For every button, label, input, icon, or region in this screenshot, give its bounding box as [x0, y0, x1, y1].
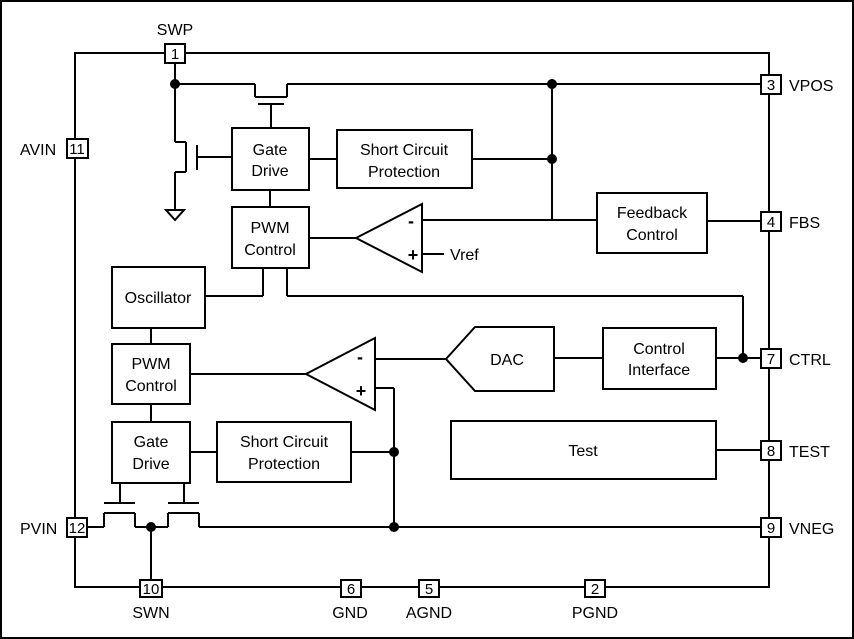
- comparator-bottom: - +: [303, 336, 376, 412]
- oscillator-block: Oscillator: [111, 266, 206, 329]
- gate-drive-top-line2: Drive: [251, 163, 288, 180]
- short-circuit-top-block: Short Circuit Protection: [336, 129, 473, 189]
- pwm-control-top-line2: Control: [244, 242, 296, 259]
- test-label: Test: [568, 443, 598, 460]
- pin-fbs: 4 FBS: [760, 211, 820, 232]
- gate-drive-top-block: Gate Drive: [231, 127, 310, 191]
- pin-swn-name: SWN: [132, 605, 169, 622]
- pin-pgnd: 2 PGND: [572, 579, 618, 622]
- comparator-top: - + Vref: [353, 202, 479, 274]
- pin-ctrl-name: CTRL: [789, 352, 831, 369]
- pwm-control-bottom-line2: Control: [125, 378, 177, 395]
- gate-drive-bottom-block: Gate Drive: [111, 421, 191, 484]
- control-interface-block: Control Interface: [602, 327, 717, 390]
- pwm-control-bottom-line1: PWM: [131, 356, 170, 373]
- pin-gnd-name: GND: [332, 605, 368, 622]
- pin-gnd: 6 GND: [332, 579, 368, 622]
- wires: [87, 63, 761, 580]
- pin-vneg: 9 VNEG: [760, 517, 834, 538]
- comparator-bottom-minus: -: [357, 347, 363, 367]
- pin-test: 8 TEST: [760, 440, 830, 461]
- pin-fbs-name: FBS: [789, 215, 820, 232]
- control-interface-line1: Control: [633, 341, 685, 358]
- pin-pvin-name: PVIN: [20, 521, 57, 538]
- pin-pgnd-name: PGND: [572, 605, 618, 622]
- pin-vpos-name: VPOS: [789, 78, 833, 95]
- feedback-control-block: Feedback Control: [596, 192, 708, 254]
- pin-ctrl: 7 CTRL: [760, 348, 831, 369]
- gate-drive-bottom-line2: Drive: [132, 456, 169, 473]
- pin-pgnd-number: 2: [591, 581, 599, 598]
- comparator-top-plus: +: [408, 245, 419, 265]
- short-circuit-bottom-line2: Protection: [248, 456, 320, 473]
- pwm-control-bottom-block: PWM Control: [111, 343, 191, 405]
- pin-fbs-number: 4: [767, 214, 775, 231]
- comparator-bottom-plus: +: [356, 381, 367, 401]
- pin-test-name: TEST: [789, 444, 830, 461]
- test-block: Test: [450, 420, 717, 480]
- pin-avin-name: AVIN: [20, 142, 56, 159]
- gate-drive-bottom-line1: Gate: [134, 434, 169, 451]
- pin-agnd-number: 5: [425, 581, 433, 598]
- pin-vneg-number: 9: [767, 520, 775, 537]
- pin-avin-number: 11: [69, 141, 85, 158]
- pin-agnd-name: AGND: [406, 605, 452, 622]
- pin-swn: 10 SWN: [132, 579, 170, 622]
- pin-swp-name: SWP: [157, 22, 193, 39]
- pin-avin: 11 AVIN: [20, 138, 89, 159]
- pin-pvin: 12 PVIN: [20, 517, 88, 538]
- vref-label: Vref: [450, 247, 479, 264]
- control-interface-line2: Interface: [628, 362, 690, 379]
- pwm-control-top-block: PWM Control: [231, 206, 310, 269]
- gate-drive-top-line1: Gate: [253, 142, 288, 159]
- oscillator-label: Oscillator: [125, 290, 192, 307]
- pin-agnd: 5 AGND: [406, 579, 452, 622]
- comparator-top-minus: -: [408, 211, 414, 231]
- pin-swp: 1 SWP: [157, 22, 193, 64]
- short-circuit-bottom-line1: Short Circuit: [240, 434, 329, 451]
- pin-vneg-name: VNEG: [789, 521, 834, 538]
- junction-dots: [146, 79, 748, 532]
- dac-label: DAC: [490, 352, 524, 369]
- pin-gnd-number: 6: [347, 581, 355, 598]
- pin-vpos: 3 VPOS: [760, 74, 833, 95]
- pin-ctrl-number: 7: [767, 351, 775, 368]
- short-circuit-top-line1: Short Circuit: [360, 142, 449, 159]
- pin-pvin-number: 12: [69, 520, 86, 537]
- pin-vpos-number: 3: [767, 77, 775, 94]
- pin-test-number: 8: [767, 443, 775, 460]
- dac-block: DAC: [444, 326, 555, 392]
- pin-swp-number: 1: [171, 46, 179, 63]
- short-circuit-bottom-block: Short Circuit Protection: [216, 421, 352, 483]
- feedback-control-line2: Control: [626, 227, 678, 244]
- short-circuit-top-line2: Protection: [368, 164, 440, 181]
- pwm-control-top-line1: PWM: [250, 220, 289, 237]
- pin-swn-number: 10: [143, 581, 160, 598]
- feedback-control-line1: Feedback: [617, 205, 688, 222]
